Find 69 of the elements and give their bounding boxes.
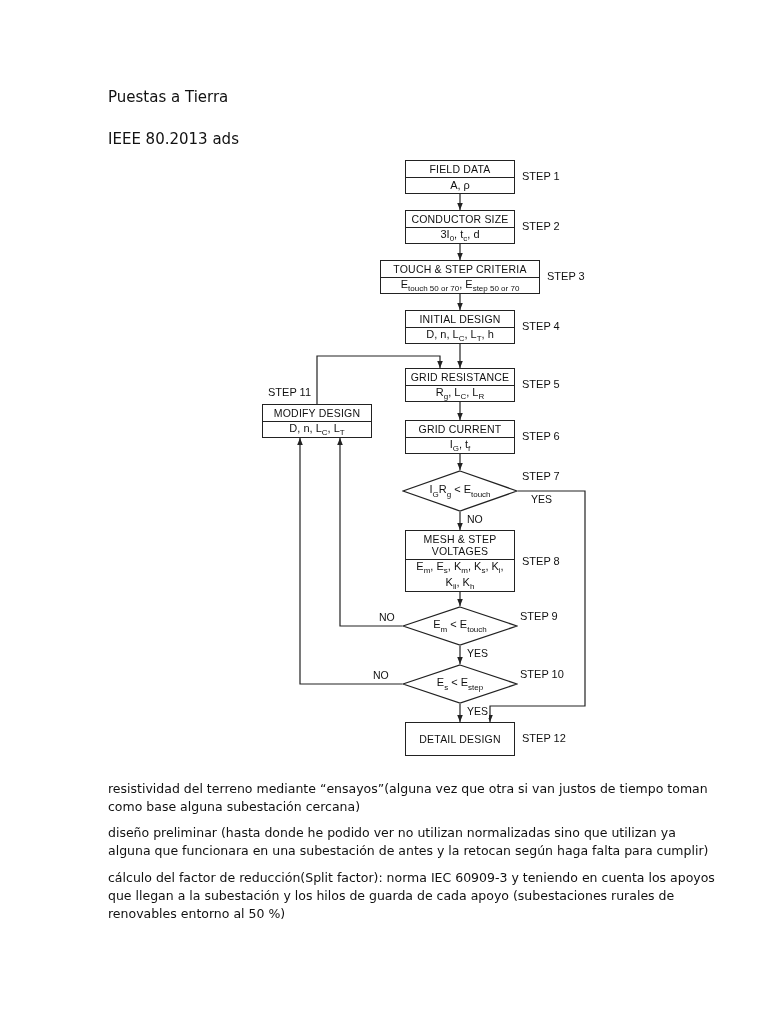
step-label: STEP 4 [522,320,560,332]
arrow [297,437,403,685]
box-formula: R$_{g}$, L$_{C}$, L$_{R}$ [435,385,485,401]
edge-label: NO [466,514,484,526]
condition-text: I$_{G}$R$_{g}$ < E$_{touch}$ [428,483,492,499]
box-heading: CONDUCTOR SIZE [411,212,509,225]
arrow [457,645,463,665]
arrow [457,591,463,607]
step-label: STEP 10 [520,668,564,680]
step-label: STEP 6 [522,430,560,442]
step-label: STEP 9 [520,610,558,622]
box-heading: FIELD DATA [429,162,491,175]
box-formula: I$_{G}$, t$_{f}$ [449,437,471,453]
condition-text: E$_{s}$ < E$_{step}$ [435,676,485,692]
step-label: STEP 11 [268,386,311,398]
edge-label: YES [466,706,489,718]
box-heading: INITIAL DESIGN [419,312,501,325]
arrow [457,703,463,723]
arrow [457,193,463,211]
step-label: STEP 1 [522,170,560,182]
process-box [405,530,515,592]
arrow [487,490,586,723]
process-box [405,160,515,194]
step-label: STEP 7 [522,470,560,482]
edge-label: YES [530,494,553,506]
box-formula: D, n, L$_{C}$, L$_{T}$ [289,421,345,437]
step-label: STEP 8 [522,555,560,567]
box-formula: D, n, L$_{C}$, L$_{T}$, h [426,327,494,343]
arrow [457,293,463,311]
arrow [457,401,463,421]
process-box [262,404,372,438]
edge-label: NO [372,670,390,682]
arrow [457,511,463,531]
step-label: STEP 12 [522,732,566,744]
decision-diamond [402,606,518,646]
box-heading: GRID CURRENT [418,422,502,435]
box-formula: 3I$_{0}$, t$_{c}$, d [440,227,480,243]
decision-diamond [402,664,518,704]
arrow [337,437,403,627]
box-heading: GRID RESISTANCE [410,370,510,383]
note-paragraph: resistividad del terreno mediante “ensayos”(alguna vez que otra si van justos de tiempo toman como base alguna subestación cercana) [108,780,709,817]
process-box [405,210,515,244]
process-box [405,420,515,454]
step-label: STEP 5 [522,378,560,390]
box-formula: A, ρ [450,178,470,192]
step-label: STEP 3 [547,270,585,282]
box-formula: E$_{touch 50 or 70}$, E$_{step 50 or 70}$ [400,277,520,293]
process-box [380,260,540,294]
box-heading: TOUCH & STEP CRITERIA [393,262,527,275]
arrow [457,243,463,261]
subtitle: IEEE 80.2013 ads [108,130,239,148]
box-formula: E$_{m}$, E$_{s}$, K$_{m}$, K$_{s}$, K$_{i}$, K$_{ii}$, K$_{h}$ [415,560,505,591]
note-paragraph: diseño preliminar (hasta donde he podido ver no utilizan normalizadas sino que utilizan ya alguna que funcionara en una subestación de antes y la retocan según haga falta para cumplir) [108,824,710,861]
arrow [457,343,463,369]
box-heading: DETAIL DESIGN [419,732,501,746]
process-box [405,722,515,756]
edge-label: NO [378,612,396,624]
condition-text: E$_{m}$ < E$_{touch}$ [432,618,488,634]
step-label: STEP 2 [522,220,560,232]
box-heading: MESH & STEP VOLTAGES [422,533,498,558]
box-heading: MODIFY DESIGN [273,406,361,419]
process-box [405,368,515,402]
arrow [457,453,463,471]
process-box [405,310,515,344]
page-title: Puestas a Tierra [108,88,229,106]
edge-label: YES [466,648,489,660]
note-paragraph: cálculo del factor de reducción(Split factor): norma IEC 60909-3 y teniendo en cuenta los apoyos que llegan a la subestación y los hilos de guarda de cada apoyo (subestaciones rurales de renovables entorno al 50 %) [108,868,716,923]
arrow [316,355,443,405]
decision-diamond [402,470,518,512]
